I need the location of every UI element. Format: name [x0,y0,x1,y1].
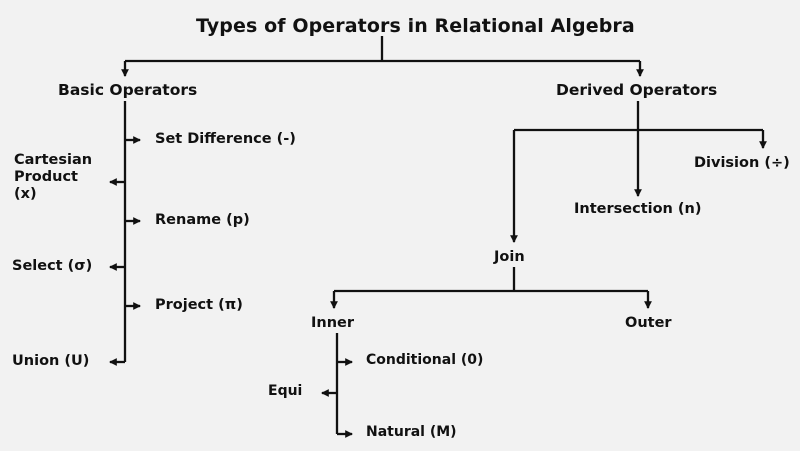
node-inner: Inner [311,315,355,331]
node-union: Union (U) [12,353,90,369]
node-project: Project (π) [155,297,243,313]
diagram-title: Types of Operators in Relational Algebra [196,15,635,37]
node-derived-operators: Derived Operators [556,81,718,99]
node-outer: Outer [625,315,672,331]
node-cartesian-product: Cartesian Product (x) [14,152,93,203]
node-intersection: Intersection (n) [574,201,702,217]
node-set-difference: Set Difference (-) [155,131,296,147]
node-rename: Rename (p) [155,212,250,228]
node-division: Division (÷) [694,155,790,171]
node-basic-operators: Basic Operators [58,81,198,99]
node-select: Select (σ) [12,258,93,274]
node-equi: Equi [268,383,303,399]
node-join: Join [494,249,525,265]
node-natural: Natural (M) [366,424,457,440]
node-conditional: Conditional (0) [366,352,484,368]
